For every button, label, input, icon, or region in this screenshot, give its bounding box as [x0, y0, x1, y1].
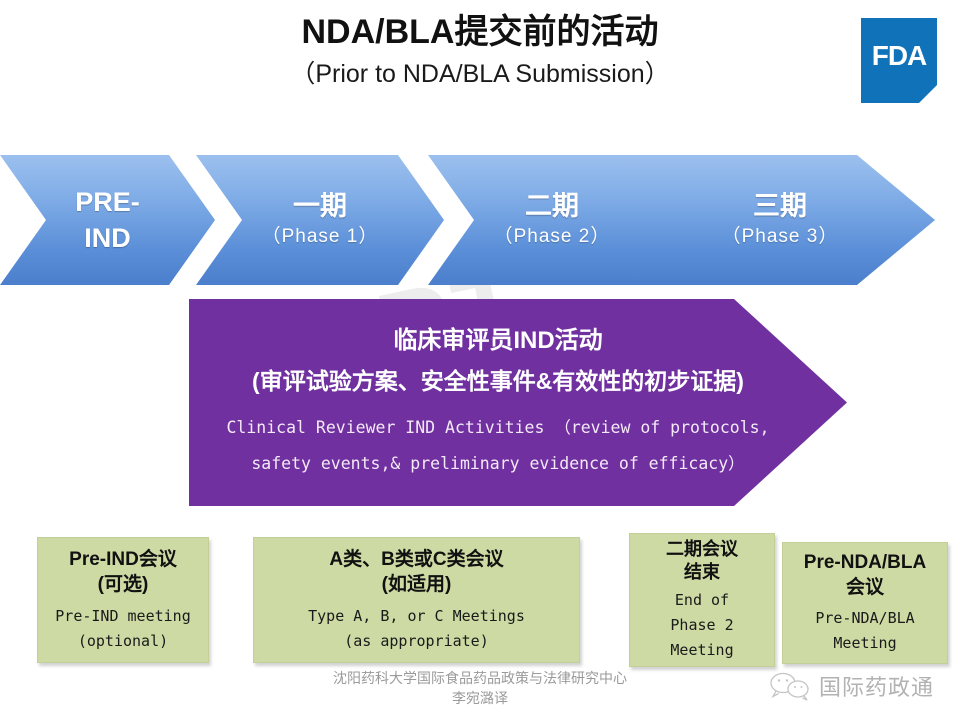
meeting-box-en-line1: Pre-NDA/BLA — [815, 609, 915, 627]
phase-flow: PRE- IND 一期 （Phase 1） 二期 （Phase 2） 三期 （P… — [0, 155, 960, 290]
meeting-box-en: End of Phase 2 Meeting — [670, 588, 733, 663]
wechat-label: 国际药政通 — [819, 675, 935, 700]
phase-label-cn: 三期 — [753, 191, 807, 221]
meeting-box-cn: Pre-IND会议 (可选) — [69, 547, 177, 597]
meeting-box-en-line1: Type A, B, or C Meetings — [308, 606, 525, 625]
meeting-box-cn: A类、B类或C类会议 (如适用) — [329, 547, 503, 597]
page-title-cn: NDA/BLA提交前的活动 — [301, 13, 659, 51]
phase-chevron-phase-1[interactable]: 一期 （Phase 1） — [196, 155, 444, 285]
banner-title-cn: 临床审评员IND活动 — [393, 326, 603, 354]
phase-label-en: （Phase 2） — [493, 226, 611, 247]
clinical-reviewer-banner[interactable]: 临床审评员IND活动 (审评试验方案、安全性事件&有效性的初步证据) Clini… — [189, 299, 847, 506]
meeting-box-cn-line1: 二期会议 — [666, 538, 738, 559]
meeting-box-cn-line2: (如适用) — [381, 573, 452, 595]
meeting-box-en: Type A, B, or C Meetings (as appropriate… — [308, 604, 525, 654]
meeting-box-cn-line1: Pre-NDA/BLA — [803, 552, 927, 573]
footer-credit-line1: 沈阳药科大学国际食品药品政策与法律研究中心 — [333, 670, 627, 686]
header: NDA/BLA提交前的活动 （Prior to NDA/BLA Submissi… — [0, 0, 960, 120]
meeting-box-pre-ind[interactable]: Pre-IND会议 (可选) Pre-IND meeting (optional… — [37, 537, 209, 663]
footer-credit: 沈阳药科大学国际食品药品政策与法律研究中心 李宛潞译 — [270, 668, 690, 708]
meeting-box-pre-nda-bla[interactable]: Pre-NDA/BLA 会议 Pre-NDA/BLA Meeting — [782, 542, 948, 664]
phase-label-cn: 二期 — [525, 191, 579, 221]
wechat-badge: 国际药政通 — [768, 668, 953, 708]
meeting-box-en: Pre-NDA/BLA Meeting — [815, 606, 914, 656]
phase-label-en: （Phase 1） — [261, 226, 379, 247]
banner-text-en-line1: Clinical Reviewer IND Activities （review… — [226, 417, 770, 437]
meeting-box-en-line2: (optional) — [77, 631, 169, 650]
phase-chevron-pre-ind[interactable]: PRE- IND — [0, 155, 215, 285]
wechat-icon — [768, 671, 812, 706]
meeting-box-cn-line1: Pre-IND会议 — [69, 548, 177, 570]
meeting-box-cn-line1: A类、B类或C类会议 — [329, 548, 504, 570]
meeting-box-cn-line2: 结束 — [684, 561, 720, 582]
meeting-box-cn-line2: (可选) — [97, 573, 149, 595]
meeting-box-type-abc[interactable]: A类、B类或C类会议 (如适用) Type A, B, or C Meeting… — [253, 537, 580, 663]
meeting-box-cn-line2: 会议 — [845, 577, 884, 598]
phase-chevron-phase-2[interactable]: 二期 （Phase 2） — [428, 155, 676, 285]
meeting-box-en-line2: Phase 2 — [670, 615, 734, 634]
meeting-box-en-line1: End of — [674, 590, 730, 609]
fda-logo-notch — [919, 85, 937, 103]
phase-label-cn: 一期 — [293, 191, 347, 221]
fda-logo: FDA — [861, 18, 937, 103]
banner-subtitle-cn: (审评试验方案、安全性事件&有效性的初步证据) — [252, 367, 744, 394]
meeting-box-en-line2: Meeting — [833, 634, 897, 652]
meeting-box-en-line2: (as appropriate) — [344, 631, 489, 650]
meeting-box-end-of-phase-2[interactable]: 二期会议 结束 End of Phase 2 Meeting — [629, 533, 775, 667]
meeting-box-en-line3: Meeting — [670, 640, 734, 659]
fda-logo-text: FDA — [871, 40, 928, 71]
page-title-en: （Prior to NDA/BLA Submission） — [290, 60, 670, 88]
phase-label-cn-line1: PRE- — [75, 187, 140, 217]
phase-chevron-phase-3[interactable]: 三期 （Phase 3） — [625, 155, 935, 285]
banner-text-en-line2: safety events,& preliminary evidence of … — [251, 453, 745, 473]
meeting-box-en-line1: Pre-IND meeting — [55, 606, 191, 625]
phase-label-en: （Phase 3） — [721, 226, 839, 247]
meeting-box-cn: 二期会议 结束 — [666, 538, 738, 584]
phase-label-cn-line2: IND — [84, 223, 131, 253]
meeting-box-cn: Pre-NDA/BLA 会议 — [804, 550, 926, 600]
meeting-box-en: Pre-IND meeting (optional) — [55, 604, 190, 654]
footer-credit-line2: 李宛潞译 — [452, 690, 508, 706]
